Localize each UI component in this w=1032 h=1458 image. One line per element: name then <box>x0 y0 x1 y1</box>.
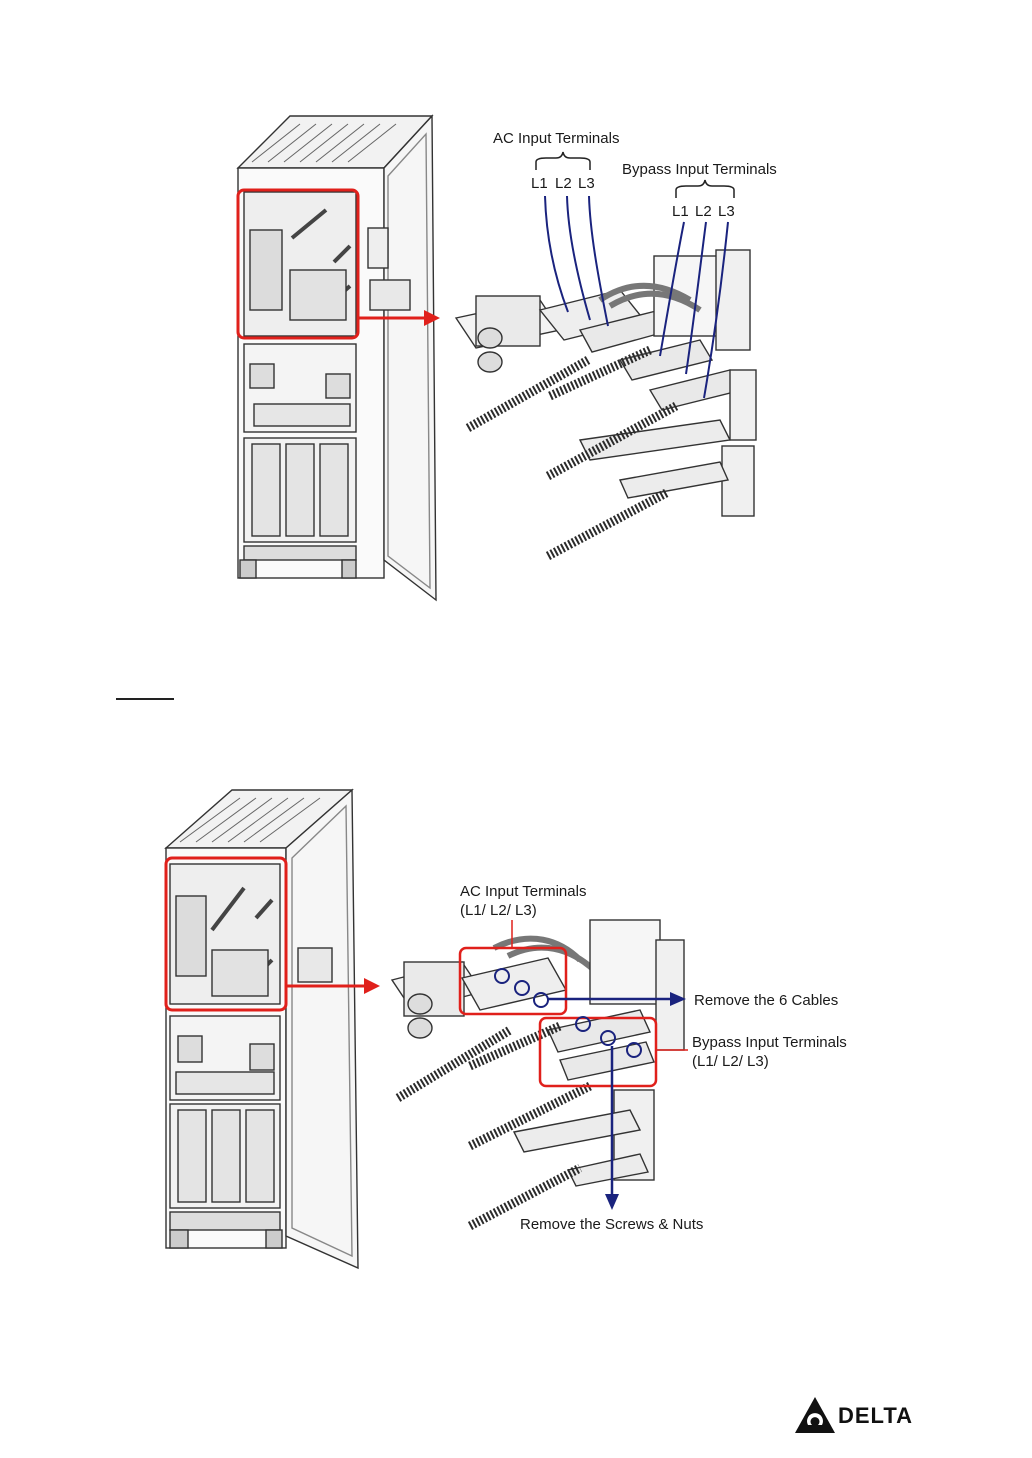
remove-screws-label: Remove the Screws & Nuts <box>520 1216 703 1233</box>
delta-triangle-icon <box>794 1395 836 1435</box>
ups-cabinet-illustration-2 <box>166 790 358 1268</box>
logo-wordmark: DELTA <box>838 1403 913 1429</box>
delta-logo: DELTA <box>794 1395 926 1435</box>
bypass-input-terminals-phases-2: (L1/ L2/ L3) <box>692 1053 769 1070</box>
bypass-input-terminals-label-2: Bypass Input Terminals <box>692 1034 847 1051</box>
ac-input-terminals-phases-2: (L1/ L2/ L3) <box>460 902 537 919</box>
ac-input-terminals-label-2: AC Input Terminals <box>460 883 586 900</box>
figure-2-remove-cables-and-screws: AC Input Terminals (L1/ L2/ L3) Remove t… <box>0 0 1032 1300</box>
remove-cables-label: Remove the 6 Cables <box>694 992 838 1009</box>
